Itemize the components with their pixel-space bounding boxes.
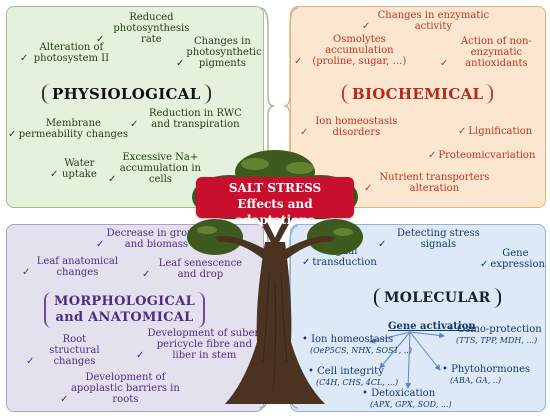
morph-item-senescence: ✓Leaf senescence and drop [142,258,243,280]
mol-item-gene-expression: ✓Gene expression [480,248,545,270]
morphological-panel [6,224,264,412]
check-icon: ✓ [96,34,105,45]
morph-item-suber: ✓Development of suber, pericycle fibre a… [136,328,262,361]
morph-item-leaf-anatomy: ✓Leaf anatomical changes [22,256,119,278]
morph-item-root: ✓Root structural changes [26,334,100,367]
check-icon: ✓ [60,394,69,405]
gene-activation-label: Gene activation [388,321,476,332]
bio-item-proteomic: ✓Proteomicvariation [428,150,536,161]
bullet-icon: • [308,366,318,377]
check-icon: ✓ [96,239,105,250]
center-title: SALT STRESS [228,181,322,195]
check-icon: ✓ [22,267,31,278]
check-icon: ✓ [176,58,185,69]
biochemical-title: BIOCHEMICAL [342,84,494,104]
gene-phytohormones: • Phytohormones (ABA, GA, ..) [442,364,531,385]
check-icon: ✓ [302,257,311,268]
gene-cell-integrity: • Cell integrity (C4H, CHS, 4CL, ...) [308,366,399,387]
phys-item-water-uptake: ✓Water uptake [50,158,97,180]
check-icon: ✓ [300,127,309,138]
check-icon: ✓ [458,126,467,137]
check-icon: ✓ [136,350,145,361]
bullet-icon: • [302,334,312,345]
phys-item-na-accumulation: ✓Excessive Na+ accumulation in cells [108,152,201,185]
bio-item-nutrient: ✓Nutrient transporters alteration [364,172,490,194]
morph-item-apoplastic: ✓Development of apoplastic barriers in r… [60,372,180,405]
bio-item-antioxidants: ✓Action of non-enzymatic antioxidants [440,36,532,69]
check-icon: ✓ [440,58,449,69]
gene-osmo-protection: • Osmo-protection (TTS, TPP, MDH, ...) [448,324,542,345]
phys-item-membrane: ✓Membrane permeability changes [8,118,128,140]
bullet-icon: • [362,388,372,399]
check-icon: ✓ [108,174,117,185]
morph-item-growth: ✓Decrease in growth and biomass [96,228,207,250]
check-icon: ✓ [142,269,151,280]
gene-activation-arrows [369,331,445,389]
physiological-title: PHYSIOLOGICAL [42,84,211,104]
bio-item-ion-homeostasis: ✓Ion homeostasis disorders [300,116,398,138]
salt-stress-center-box: SALT STRESS Effects and adaptations [196,177,354,227]
morphological-title: MORPHOLOGICAL and ANATOMICAL [44,292,206,328]
check-icon: ✓ [26,356,35,367]
check-icon: ✓ [130,119,139,130]
phys-item-photosynthesis-rate: ✓Reduced photosynthesis rate [96,12,190,45]
morphological-title-line2: and ANATOMICAL [55,310,194,325]
phys-item-photosystem: ✓Alteration of photosystem II [20,42,110,64]
bullet-icon: • [448,324,458,335]
physiological-panel [6,6,264,208]
center-subtitle: Effects and adaptations [235,197,315,227]
molecular-panel [290,224,546,412]
gene-ion-homeostasis: • Ion homeostasis (OeP5CS, NHX, SOS1, ..… [302,334,412,355]
check-icon: ✓ [50,169,59,180]
check-icon: ✓ [8,129,17,140]
check-icon: ✓ [480,259,489,270]
bio-item-lignification: ✓Lignification [458,126,533,137]
molecular-title: MOLECULAR [374,288,501,308]
phys-item-rwc: ✓Reduction in RWC and transpiration [130,108,242,130]
check-icon: ✓ [364,183,373,194]
mol-item-detecting: ✓Detecting stress signals [378,228,480,250]
gene-detoxication: • Detoxication (APX, GPX, SOD, ...) [362,388,452,409]
check-icon: ✓ [362,21,371,32]
bullet-icon: • [442,364,452,375]
morphological-title-line1: MORPHOLOGICAL [54,294,196,309]
check-icon: ✓ [378,239,387,250]
check-icon: ✓ [294,56,303,67]
phys-item-pigments: ✓Changes in photosynthetic pigments [176,36,262,69]
biochemical-panel [290,6,546,208]
bio-item-enzymatic: ✓Changes in enzymatic activity [362,10,490,32]
bio-item-osmolytes: ✓Osmolytes accumulation (proline, sugar,… [294,34,407,67]
check-icon: ✓ [428,150,437,161]
check-icon: ✓ [20,53,29,64]
